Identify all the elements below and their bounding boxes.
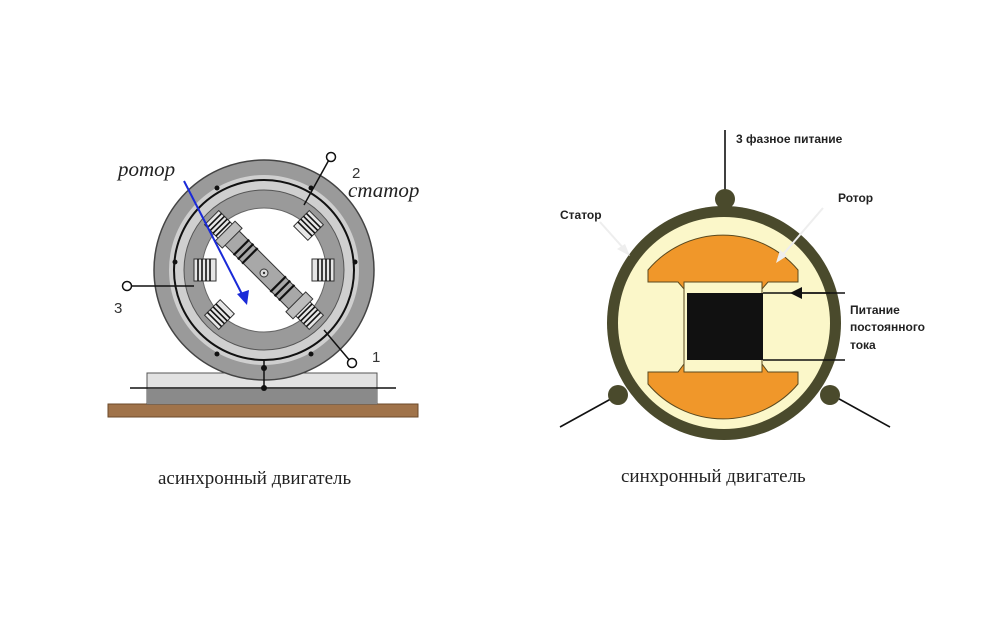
terminal-1-label: 1 bbox=[372, 349, 380, 366]
dc-label-line-2: постоянного bbox=[850, 320, 925, 334]
power-lines bbox=[559, 130, 891, 428]
stator-pointer-head bbox=[617, 244, 630, 256]
sync-rotor-top bbox=[647, 234, 799, 290]
sync-terminal-right bbox=[820, 385, 840, 405]
sync-terminal-left bbox=[608, 385, 628, 405]
label-pointers bbox=[599, 207, 824, 259]
sync-rotor-bottom bbox=[647, 363, 799, 420]
terminal-2-label: 2 bbox=[352, 165, 360, 182]
dc-label-line-1: Питание bbox=[850, 303, 900, 317]
async-motor-panel: ротор статор 2 1 3 асинхронный двигатель bbox=[107, 151, 419, 489]
dc-label-line-3: тока bbox=[850, 338, 876, 352]
sync-motor-diagram: 3 фазное питание Ротор Статор Питание по… bbox=[559, 130, 925, 440]
power-label: 3 фазное питание bbox=[736, 132, 843, 146]
async-caption: асинхронный двигатель bbox=[158, 468, 352, 489]
rotor-pointer-head bbox=[776, 250, 787, 263]
rotor-pointer-arrow bbox=[183, 180, 246, 301]
terminal-2 bbox=[325, 151, 337, 163]
sync-caption: синхронный двигатель bbox=[621, 466, 806, 487]
terminal-1 bbox=[346, 357, 358, 369]
motor-base-board bbox=[107, 403, 419, 418]
sync-terminal-top bbox=[715, 189, 735, 209]
dc-pointer-head bbox=[790, 287, 802, 299]
rotor-label: ротор bbox=[116, 157, 175, 181]
motor-base-shadow bbox=[147, 389, 377, 404]
sync-motor-panel: 3 фазное питание Ротор Статор Питание по… bbox=[500, 0, 1000, 627]
async-motor-diagram: ротор статор 2 1 3 bbox=[107, 151, 419, 418]
rotor-arrow-head bbox=[237, 290, 249, 305]
rotor-shaft-dot bbox=[262, 271, 266, 275]
sync-stator-label: Статор bbox=[560, 208, 602, 222]
sync-dc-core bbox=[687, 293, 763, 360]
sync-rotor-label: Ротор bbox=[838, 191, 873, 205]
terminal-3-label: 3 bbox=[114, 300, 122, 317]
wire-junctions bbox=[172, 185, 358, 391]
stator-coils bbox=[197, 212, 331, 328]
stator-label: статор bbox=[348, 178, 419, 202]
terminal-3 bbox=[121, 280, 133, 292]
